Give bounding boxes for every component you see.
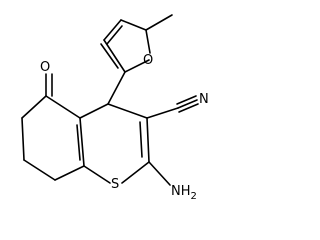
- chemical-structure-diagram: O O N S NH2: [21, 14, 209, 202]
- bond: [146, 107, 179, 119]
- bond: [120, 19, 147, 31]
- triple-bond: [177, 99, 198, 109]
- furan-ring: [100, 14, 173, 73]
- bond: [76, 124, 81, 161]
- amine-bond: [148, 161, 171, 186]
- bond: [106, 25, 123, 45]
- bond: [54, 165, 85, 181]
- triple-bond: [178, 103, 199, 113]
- bond: [121, 161, 150, 184]
- furan-oxygen-label: O: [143, 53, 153, 68]
- bond: [107, 71, 126, 105]
- bond: [100, 43, 119, 69]
- bond: [79, 103, 109, 119]
- methyl-bond: [145, 14, 173, 31]
- molecule-drawing: O O N S NH2: [21, 14, 209, 202]
- nitrile-group: [146, 95, 199, 119]
- bond: [79, 117, 85, 167]
- bond: [21, 117, 25, 161]
- bond: [23, 159, 56, 181]
- bond: [45, 95, 81, 119]
- thiopyran-ring: [79, 103, 150, 184]
- bond: [146, 117, 150, 163]
- ketone-oxygen-label: O: [40, 60, 50, 75]
- bond: [107, 103, 148, 119]
- amine-label: NH2: [171, 184, 197, 202]
- nitrile-nitrogen-label: N: [199, 92, 209, 107]
- cyclohexanone-ring: [21, 73, 85, 181]
- triple-bond: [176, 95, 197, 105]
- bond: [21, 95, 47, 119]
- bond: [124, 59, 150, 73]
- bond: [139, 121, 143, 158]
- bond: [103, 39, 126, 73]
- sulfur-label: S: [111, 177, 119, 192]
- bond: [145, 29, 151, 54]
- bond: [103, 19, 122, 41]
- bond: [83, 165, 111, 184]
